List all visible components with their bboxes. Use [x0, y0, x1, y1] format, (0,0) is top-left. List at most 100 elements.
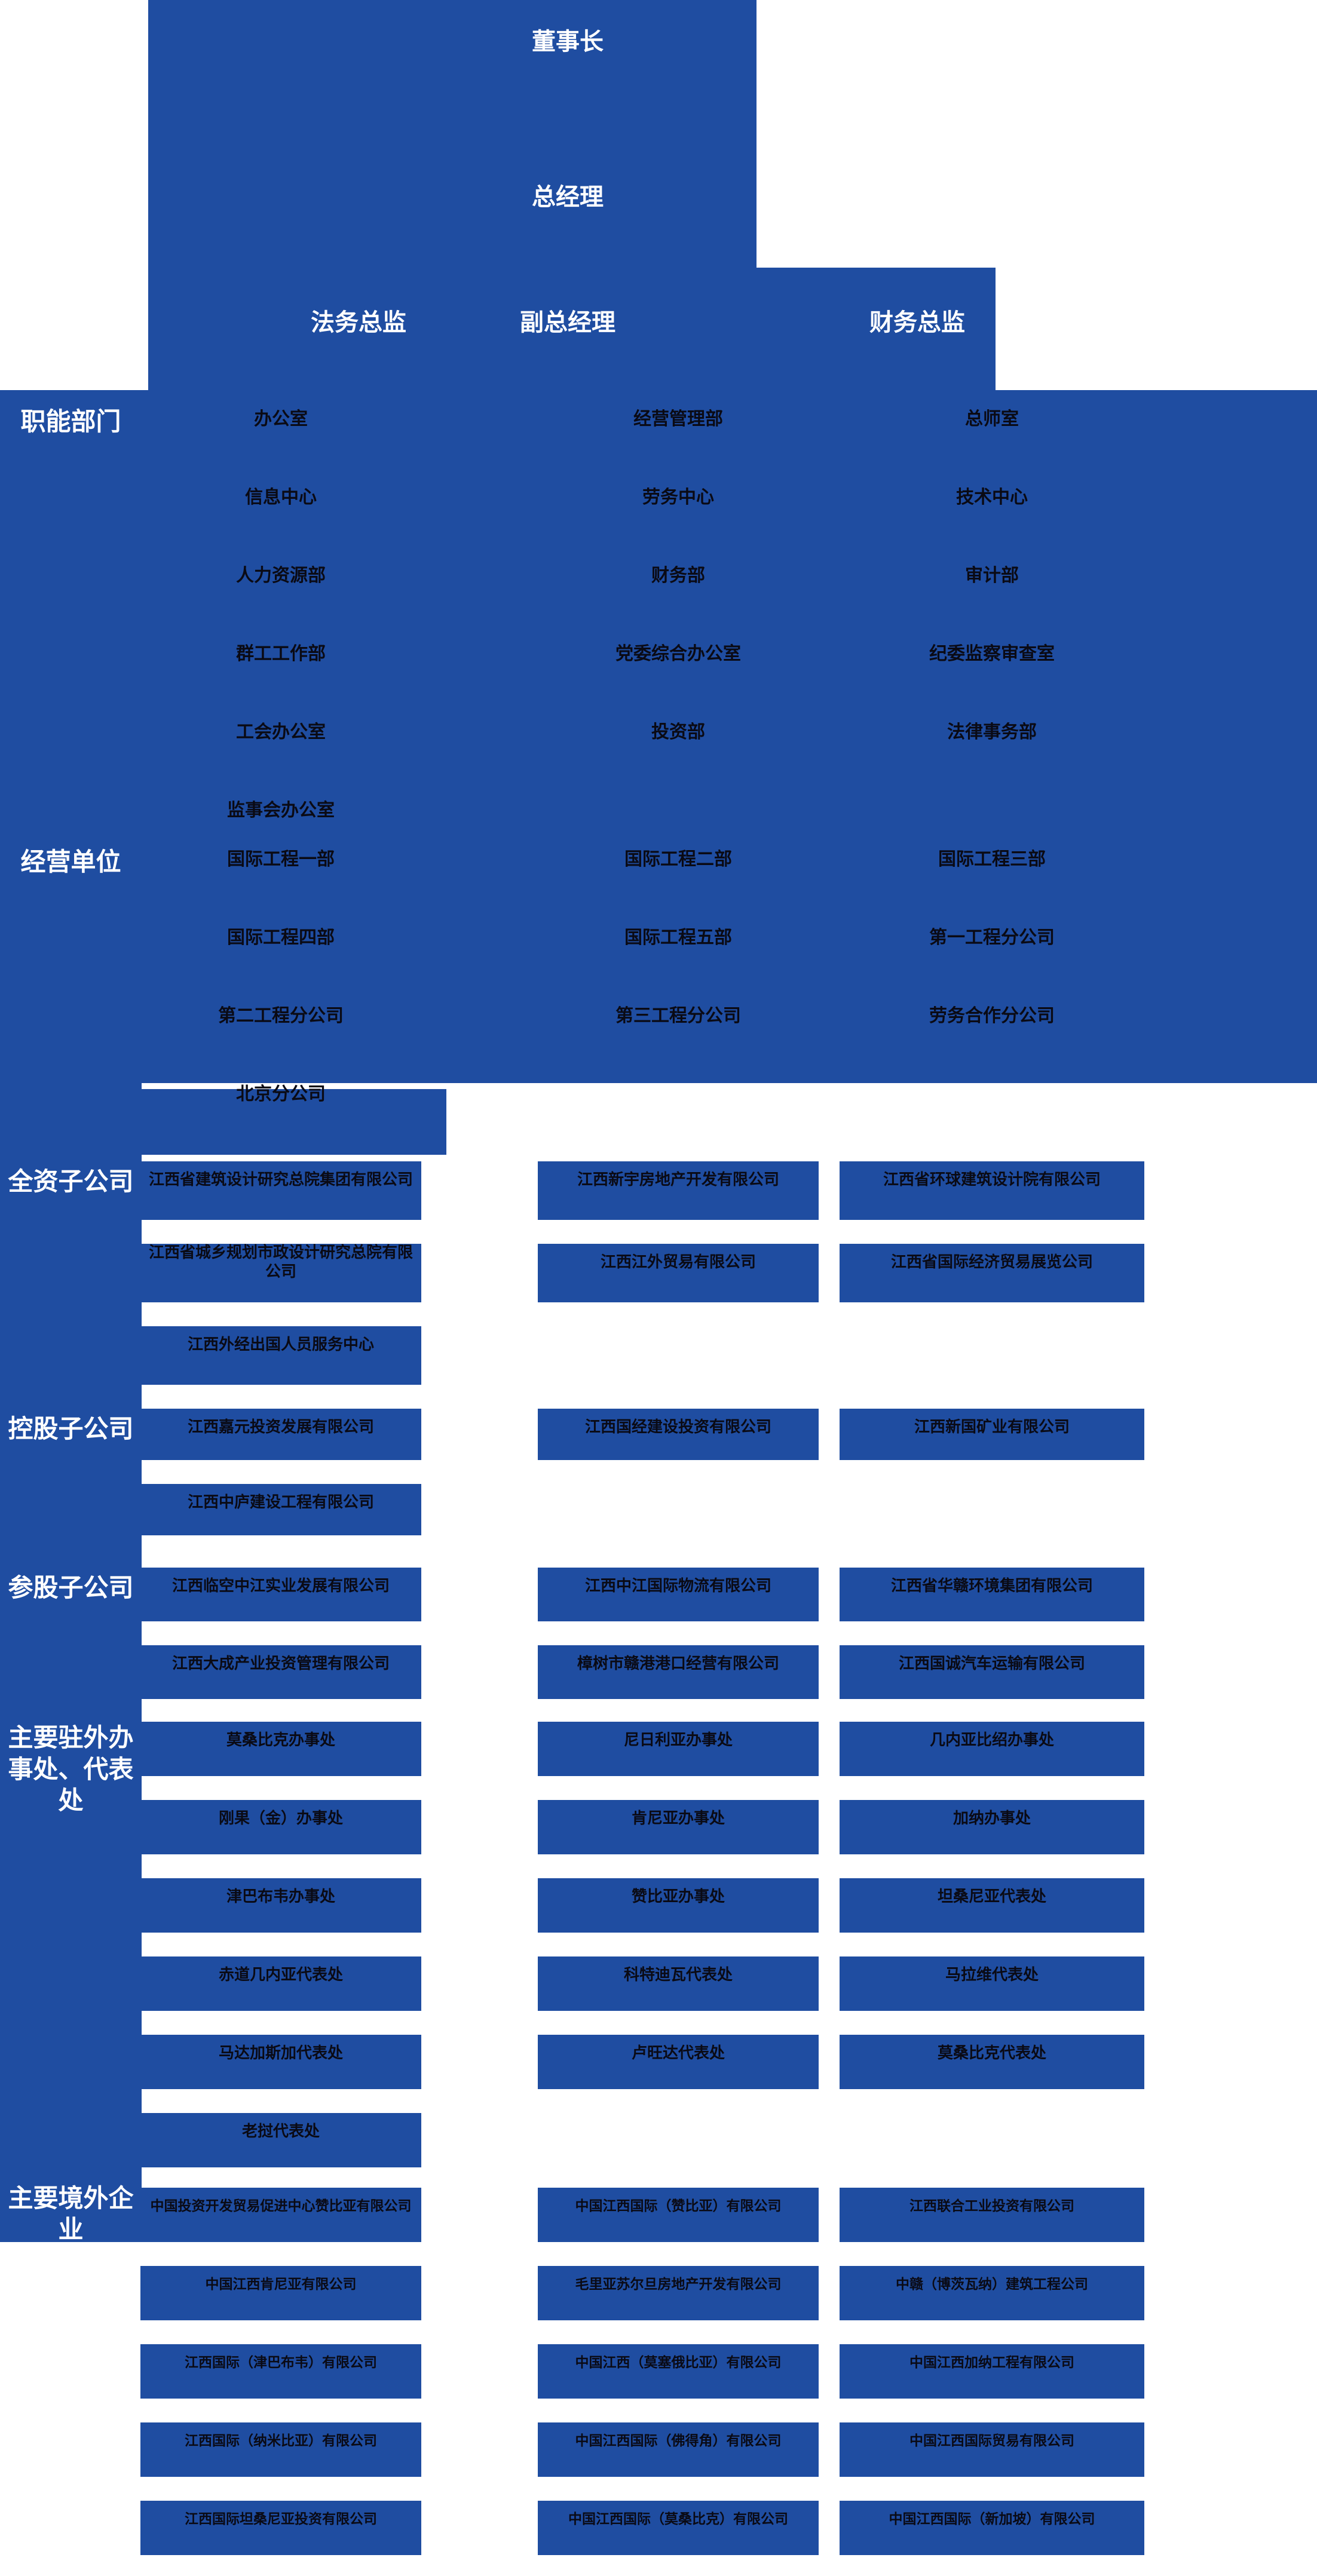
- node-label: 江西国经建设投资有限公司: [584, 1417, 771, 1436]
- node-functional_departments-3-2[interactable]: 纪委监察审查室: [840, 637, 1144, 671]
- node-label: 樟树市赣港港口经营有限公司: [577, 1654, 779, 1672]
- node-overseas_enterprises-1-0[interactable]: 中国江西肯尼亚有限公司: [140, 2267, 421, 2301]
- node-label: 江西新宇房地产开发有限公司: [577, 1170, 779, 1188]
- node-label: 法律事务部: [947, 722, 1037, 743]
- node-overseas_offices-0-0[interactable]: 莫桑比克办事处: [140, 1723, 421, 1756]
- node-overseas_offices-4-1[interactable]: 卢旺达代表处: [538, 2036, 819, 2069]
- node-overseas_offices-3-0[interactable]: 赤道几内亚代表处: [140, 1958, 421, 1991]
- node-functional_departments-3-1[interactable]: 党委综合办公室: [538, 637, 819, 671]
- node-box: [140, 1161, 421, 1220]
- node-functional_departments-2-2[interactable]: 审计部: [840, 559, 1144, 593]
- section-title-overseas_offices: 主要驻外办事处、代表处: [0, 1724, 142, 1814]
- node-overseas_offices-2-1[interactable]: 赞比亚办事处: [538, 1879, 819, 1913]
- node-overseas_enterprises-4-2[interactable]: 中国江西国际（新加坡）有限公司: [840, 2502, 1144, 2535]
- node-overseas_enterprises-0-2[interactable]: 江西联合工业投资有限公司: [840, 2189, 1144, 2222]
- node-overseas_enterprises-2-2[interactable]: 中国江西加纳工程有限公司: [840, 2345, 1144, 2379]
- node-overseas_offices-1-0[interactable]: 刚果（金）办事处: [140, 1801, 421, 1835]
- node-overseas_enterprises-3-1[interactable]: 中国江西国际（佛得角）有限公司: [538, 2424, 819, 2457]
- node-overseas_enterprises-2-0[interactable]: 江西国际（津巴布韦）有限公司: [140, 2345, 421, 2379]
- node-business_units-2-0[interactable]: 第二工程分公司: [140, 999, 421, 1033]
- node-wholly_owned_subsidiaries-1-1[interactable]: 江西江外贸易有限公司: [538, 1245, 819, 1278]
- node-wholly_owned_subsidiaries-0-2[interactable]: 江西省环球建筑设计院有限公司: [840, 1163, 1144, 1196]
- node-label: 监事会办公室: [227, 801, 335, 821]
- node-equity_subsidiaries-0-0[interactable]: 江西临空中江实业发展有限公司: [140, 1569, 421, 1602]
- node-functional_departments-4-0[interactable]: 工会办公室: [140, 716, 421, 749]
- node-overseas_enterprises-0-1[interactable]: 中国江西国际（赞比亚）有限公司: [538, 2189, 819, 2222]
- node-functional_departments-2-0[interactable]: 人力资源部: [140, 559, 421, 593]
- node-wholly_owned_subsidiaries-1-0[interactable]: 江西省城乡规划市政设计研究总院有限公司: [140, 1243, 421, 1281]
- node-wholly_owned_subsidiaries-2-0[interactable]: 江西外经出国人员服务中心: [140, 1327, 421, 1361]
- node-functional_departments-2-1[interactable]: 财务部: [538, 559, 819, 593]
- node-functional_departments-3-0[interactable]: 群工工作部: [140, 637, 421, 671]
- node-overseas_offices-1-1[interactable]: 肯尼亚办事处: [538, 1801, 819, 1835]
- exec-block-chairman: [148, 0, 756, 268]
- node-equity_subsidiaries-1-2[interactable]: 江西国诚汽车运输有限公司: [840, 1646, 1144, 1680]
- node-box: [140, 1956, 421, 2011]
- node-functional_departments-1-0[interactable]: 信息中心: [140, 481, 421, 514]
- node-functional_departments-0-0[interactable]: 办公室: [140, 403, 421, 436]
- node-overseas_offices-3-1[interactable]: 科特迪瓦代表处: [538, 1958, 819, 1991]
- node-overseas_enterprises-4-1[interactable]: 中国江西国际（莫桑比克）有限公司: [538, 2502, 819, 2535]
- node-functional_departments-1-2[interactable]: 技术中心: [840, 481, 1144, 514]
- node-box: [140, 2035, 421, 2089]
- node-business_units-0-1[interactable]: 国际工程二部: [538, 843, 819, 876]
- node-overseas_offices-0-2[interactable]: 几内亚比绍办事处: [840, 1723, 1144, 1756]
- node-overseas_offices-5-0[interactable]: 老挝代表处: [140, 2114, 421, 2148]
- node-functional_departments-5-0[interactable]: 监事会办公室: [140, 794, 421, 827]
- node-label: 中国江西肯尼亚有限公司: [205, 2276, 357, 2292]
- panel-beijing-branch: [142, 1089, 446, 1155]
- node-wholly_owned_subsidiaries-0-1[interactable]: 江西新宇房地产开发有限公司: [538, 1163, 819, 1196]
- node-holding_subsidiaries-0-1[interactable]: 江西国经建设投资有限公司: [538, 1410, 819, 1443]
- legal-director-node: 法务总监: [311, 309, 406, 336]
- node-box: [140, 2422, 421, 2477]
- node-overseas_enterprises-3-2[interactable]: 中国江西国际贸易有限公司: [840, 2424, 1144, 2457]
- node-business_units-1-1[interactable]: 国际工程五部: [538, 921, 819, 955]
- node-business_units-1-0[interactable]: 国际工程四部: [140, 921, 421, 955]
- node-overseas_offices-2-2[interactable]: 坦桑尼亚代表处: [840, 1879, 1144, 1913]
- node-wholly_owned_subsidiaries-1-2[interactable]: 江西省国际经济贸易展览公司: [840, 1245, 1144, 1278]
- node-label: 纪委监察审查室: [929, 644, 1055, 664]
- node-box: [840, 1722, 1144, 1776]
- node-label: 肯尼亚办事处: [631, 1808, 725, 1827]
- node-business_units-3-0[interactable]: 北京分公司: [140, 1078, 421, 1111]
- node-label: 经营管理部: [633, 409, 723, 430]
- node-equity_subsidiaries-0-1[interactable]: 江西中江国际物流有限公司: [538, 1569, 819, 1602]
- node-business_units-2-2[interactable]: 劳务合作分公司: [840, 999, 1144, 1033]
- node-overseas_enterprises-3-0[interactable]: 江西国际（纳米比亚）有限公司: [140, 2424, 421, 2457]
- node-functional_departments-4-2[interactable]: 法律事务部: [840, 716, 1144, 749]
- node-functional_departments-1-1[interactable]: 劳务中心: [538, 481, 819, 514]
- node-equity_subsidiaries-1-0[interactable]: 江西大成产业投资管理有限公司: [140, 1646, 421, 1680]
- node-overseas_enterprises-1-1[interactable]: 毛里亚苏尔旦房地产开发有限公司: [538, 2267, 819, 2301]
- node-overseas_enterprises-4-0[interactable]: 江西国际坦桑尼亚投资有限公司: [140, 2502, 421, 2535]
- node-business_units-0-0[interactable]: 国际工程一部: [140, 843, 421, 876]
- node-box: [140, 2113, 421, 2167]
- node-business_units-0-2[interactable]: 国际工程三部: [840, 843, 1144, 876]
- node-equity_subsidiaries-1-1[interactable]: 樟树市赣港港口经营有限公司: [538, 1646, 819, 1680]
- node-equity_subsidiaries-0-2[interactable]: 江西省华赣环境集团有限公司: [840, 1569, 1144, 1602]
- node-functional_departments-4-1[interactable]: 投资部: [538, 716, 819, 749]
- node-box: [140, 2188, 421, 2242]
- node-holding_subsidiaries-0-2[interactable]: 江西新国矿业有限公司: [840, 1410, 1144, 1443]
- node-overseas_offices-0-1[interactable]: 尼日利亚办事处: [538, 1723, 819, 1756]
- node-overseas_offices-4-0[interactable]: 马达加斯加代表处: [140, 2036, 421, 2069]
- node-overseas_offices-2-0[interactable]: 津巴布韦办事处: [140, 1879, 421, 1913]
- node-business_units-2-1[interactable]: 第三工程分公司: [538, 999, 819, 1033]
- node-label: 赤道几内亚代表处: [218, 1965, 343, 1983]
- node-functional_departments-0-1[interactable]: 经营管理部: [538, 403, 819, 436]
- node-overseas_offices-1-2[interactable]: 加纳办事处: [840, 1801, 1144, 1835]
- node-overseas_enterprises-1-2[interactable]: 中赣（博茨瓦纳）建筑工程公司: [840, 2267, 1144, 2301]
- node-holding_subsidiaries-1-0[interactable]: 江西中庐建设工程有限公司: [140, 1485, 421, 1519]
- node-label: 卢旺达代表处: [631, 2043, 725, 2062]
- node-functional_departments-0-2[interactable]: 总师室: [840, 403, 1144, 436]
- node-overseas_enterprises-0-0[interactable]: 中国投资开发贸易促进中心赞比亚有限公司: [140, 2189, 421, 2222]
- node-label: 江西中庐建设工程有限公司: [187, 1492, 374, 1511]
- node-overseas_offices-3-2[interactable]: 马拉维代表处: [840, 1958, 1144, 1991]
- node-holding_subsidiaries-0-0[interactable]: 江西嘉元投资发展有限公司: [140, 1410, 421, 1443]
- node-box: [840, 1568, 1144, 1621]
- node-business_units-1-2[interactable]: 第一工程分公司: [840, 921, 1144, 955]
- node-overseas_offices-4-2[interactable]: 莫桑比克代表处: [840, 2036, 1144, 2069]
- node-overseas_enterprises-2-1[interactable]: 中国江西（莫塞俄比亚）有限公司: [538, 2345, 819, 2379]
- node-box: [538, 2344, 819, 2399]
- node-wholly_owned_subsidiaries-0-0[interactable]: 江西省建筑设计研究总院集团有限公司: [140, 1163, 421, 1196]
